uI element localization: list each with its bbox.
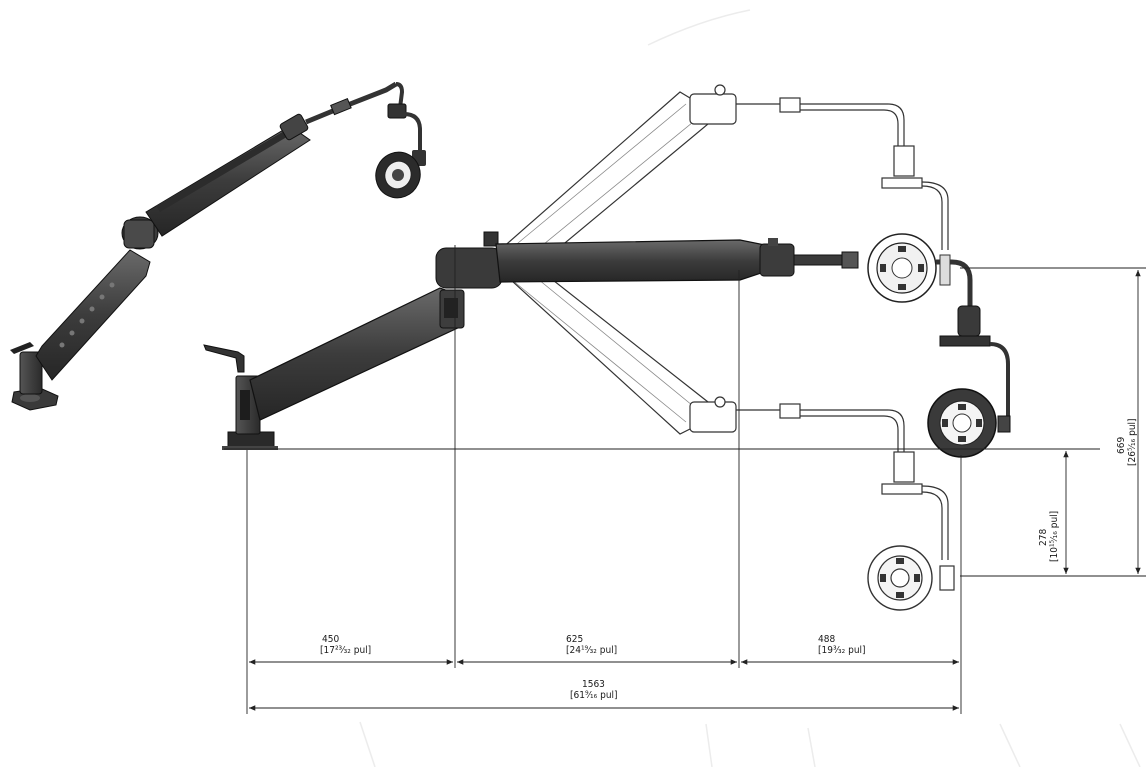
perspective-arm-base (10, 342, 59, 411)
upper-arm-lowered-outline (498, 261, 737, 435)
dimension-lines (224, 245, 1146, 714)
dim-669-imperial: [26⁵⁄₁₆ pul] (1127, 418, 1138, 466)
dim-1563-imperial: [61⁹⁄₁₆ pul] (570, 690, 618, 701)
dim-625-value: 625 (566, 634, 583, 645)
perspective-arm-view (10, 81, 426, 411)
dim-669-value: 669 (1116, 437, 1127, 454)
dim-278-value: 278 (1038, 529, 1049, 546)
dim-488-imperial: [19³⁄₃₂ pul] (818, 645, 866, 656)
dim-450-value: 450 (322, 634, 339, 645)
dim-450-imperial: [17²³⁄₃₂ pul] (320, 645, 371, 656)
dimension-labels: 450 [17²³⁄₃₂ pul] 625 [24¹⁹⁄₃₂ pul] 488 … (320, 418, 1138, 701)
main-arm-side-view (203, 84, 1011, 611)
dim-1563-value: 1563 (582, 679, 605, 690)
dim-488-value: 488 (818, 634, 835, 645)
dim-278-imperial: [10¹⁵⁄₁₆ pul] (1049, 511, 1060, 562)
tool-position-upper-outline (736, 97, 949, 250)
tool-position-lower-dark (927, 388, 1011, 458)
dim-625-imperial: [24¹⁹⁄₃₂ pul] (566, 645, 617, 656)
background-decoration (359, 9, 1141, 767)
tool-position-middle (867, 233, 1010, 420)
tool-position-bottom-outline (736, 403, 955, 611)
